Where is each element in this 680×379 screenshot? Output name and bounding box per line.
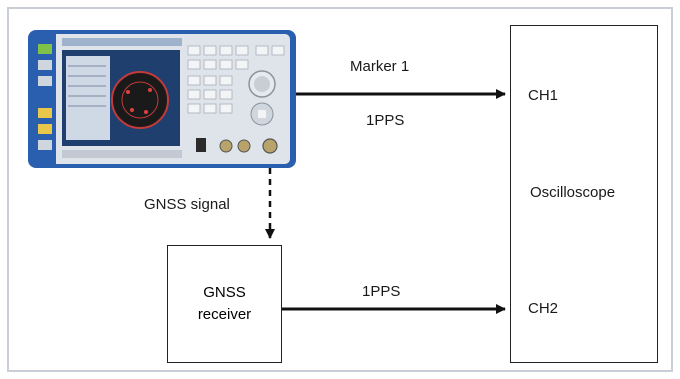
marker1-label: Marker 1 [350,58,410,75]
bottom-1pps-label: 1PPS [362,283,401,300]
oscilloscope-label: Oscilloscope [530,184,616,201]
oscilloscope-box [510,25,658,363]
gnss-receiver-box: GNSS receiver [167,245,282,363]
outer-frame [7,7,673,372]
gnss-signal-label: GNSS signal [144,196,230,213]
ch1-label: CH1 [528,87,559,104]
receiver-label-line1: GNSS [203,284,246,301]
ch2-label: CH2 [528,300,559,317]
receiver-label-line2: receiver [197,306,252,323]
signal-generator-instrument [28,30,296,168]
top-1pps-label: 1PPS [366,112,405,129]
